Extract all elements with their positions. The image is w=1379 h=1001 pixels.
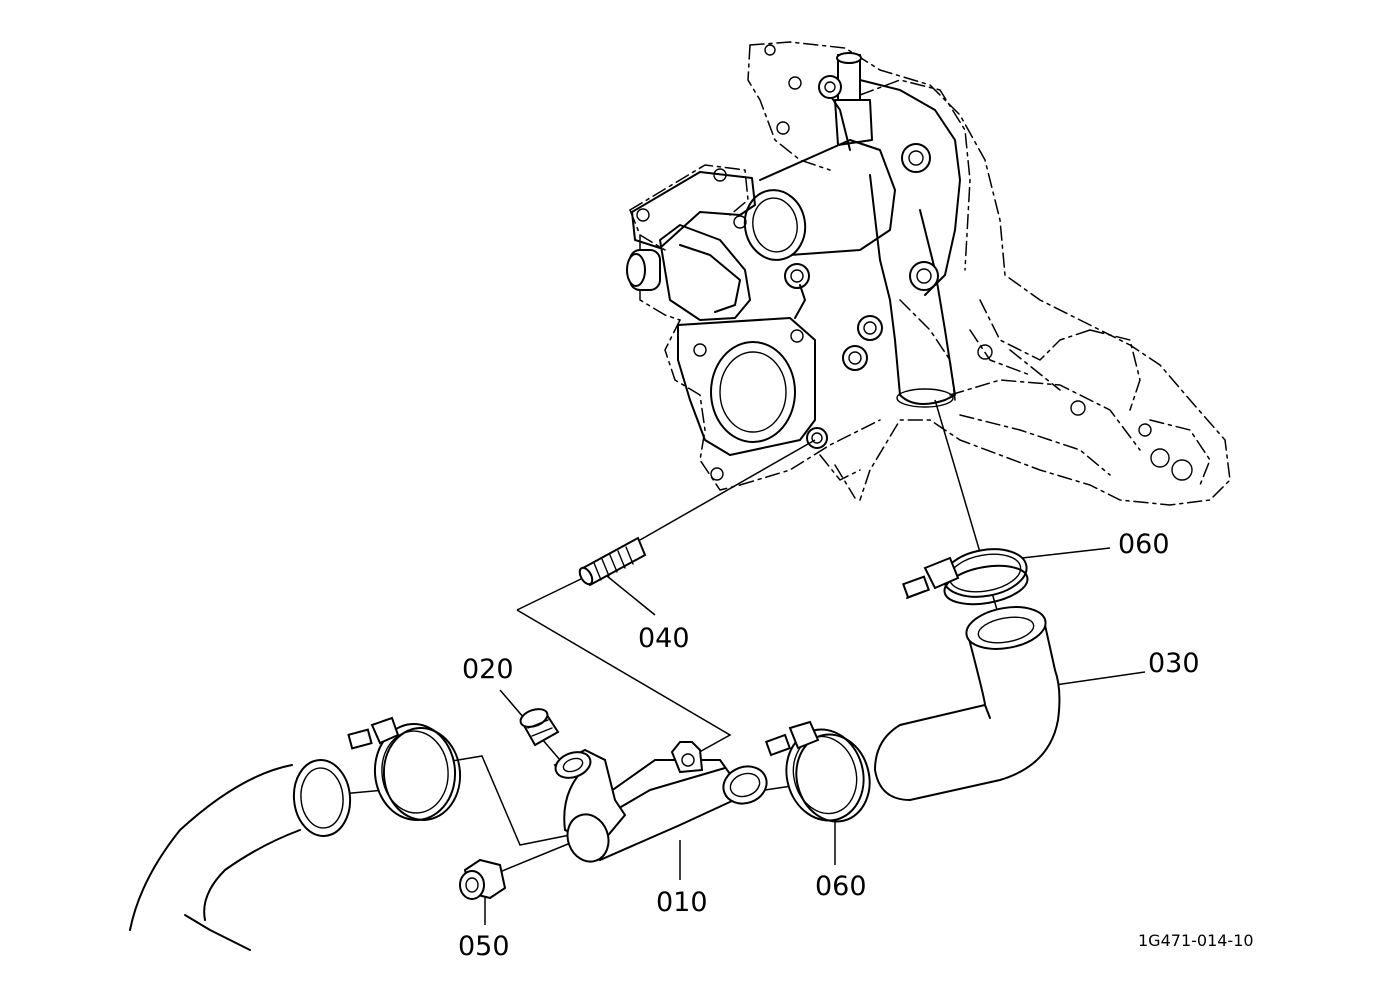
radiator-hose xyxy=(129,759,352,951)
hose-clamp-060-top xyxy=(901,548,1029,606)
label-040: 040 xyxy=(638,623,690,654)
left-hose-clamp xyxy=(347,716,462,821)
label-050: 050 xyxy=(458,931,510,962)
stud-040 xyxy=(578,536,647,587)
label-030: 030 xyxy=(1148,648,1200,679)
drawing-code: 1G471-014-10 xyxy=(1138,931,1254,950)
label-010: 010 xyxy=(656,887,708,918)
engine-block xyxy=(629,41,1231,506)
hose-clamp-060-bottom xyxy=(764,720,871,823)
nut-050 xyxy=(459,858,507,900)
water-pipe-010 xyxy=(553,741,768,863)
pump-housing xyxy=(626,52,961,481)
label-060-bottom: 060 xyxy=(815,871,867,902)
hose-030 xyxy=(873,606,1061,802)
label-060-top: 060 xyxy=(1118,529,1170,560)
label-020: 020 xyxy=(462,654,514,685)
plug-020 xyxy=(519,708,560,747)
